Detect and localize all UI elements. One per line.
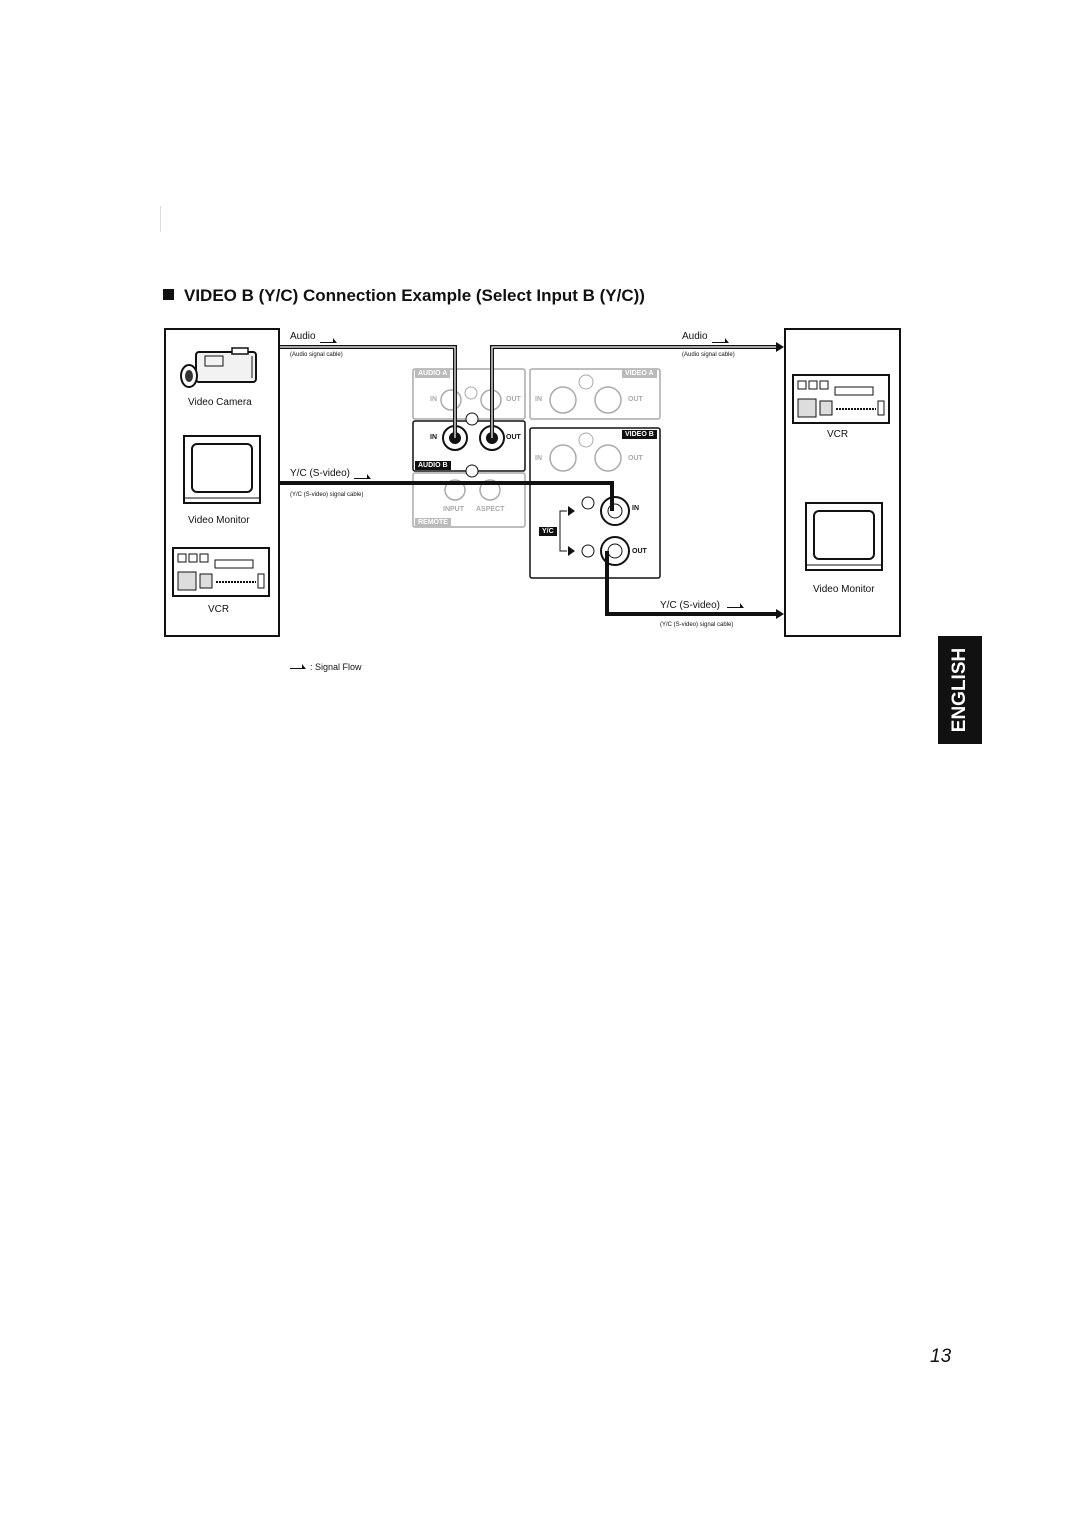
signal-flow-legend: : Signal Flow (310, 662, 362, 672)
right-monitor-label: Video Monitor (813, 584, 875, 595)
input-label: INPUT (443, 506, 464, 513)
audio-cable-desc-left: (Audio signal cable) (290, 352, 343, 358)
yc-cable-label-left: Y/C (S-video) (290, 468, 351, 479)
right-vcr-icon (792, 374, 890, 424)
audio-cable-desc-right: (Audio signal cable) (682, 352, 735, 358)
video-a-out-label: OUT (628, 396, 643, 403)
audio-a-tag: AUDIO A (415, 369, 451, 378)
remote-tag: REMOTE (415, 518, 451, 527)
rear-panel (412, 368, 661, 579)
audio-a-out-label: OUT (506, 396, 521, 403)
left-vcr-label: VCR (208, 604, 230, 615)
right-vcr-label: VCR (827, 429, 849, 440)
video-b-in-label: IN (535, 455, 542, 462)
audio-b-in-label: IN (430, 434, 437, 441)
yc-tag: Y/C (539, 527, 557, 536)
video-camera-icon (180, 347, 257, 388)
video-camera-label: Video Camera (188, 397, 252, 408)
audio-cable-label-left: Audio (290, 331, 316, 342)
video-a-in-label: IN (535, 396, 542, 403)
yc-cable-desc-left: (Y/C (S-video) signal cable) (290, 492, 364, 498)
audio-a-in-label: IN (430, 396, 437, 403)
right-monitor-icon (805, 502, 883, 571)
aspect-label: ASPECT (476, 506, 505, 513)
language-tab-label: ENGLISH (949, 647, 970, 733)
bullet-square-icon (163, 289, 174, 300)
right-device-box (784, 328, 901, 637)
left-monitor-icon (183, 435, 261, 504)
left-monitor-label: Video Monitor (188, 515, 250, 526)
yc-cable-desc-right: (Y/C (S-video) signal cable) (660, 622, 734, 628)
left-vcr-icon (172, 547, 270, 597)
section-title: VIDEO B (Y/C) Connection Example (Select… (163, 286, 645, 306)
audio-cable-label-right: Audio (682, 331, 708, 342)
left-device-box (164, 328, 280, 637)
yc-cable-label-right: Y/C (S-video) (660, 600, 721, 611)
video-a-tag: VIDEO A (622, 369, 657, 378)
margin-mark (160, 206, 161, 232)
yc-in-label: IN (632, 505, 639, 512)
yc-out-label: OUT (632, 548, 647, 555)
audio-b-out-label: OUT (506, 434, 521, 441)
page-number: 13 (930, 1346, 952, 1367)
video-b-out-label: OUT (628, 455, 643, 462)
audio-b-tag: AUDIO B (415, 461, 451, 470)
language-tab: ENGLISH (938, 636, 982, 744)
video-b-tag: VIDEO B (622, 430, 657, 439)
